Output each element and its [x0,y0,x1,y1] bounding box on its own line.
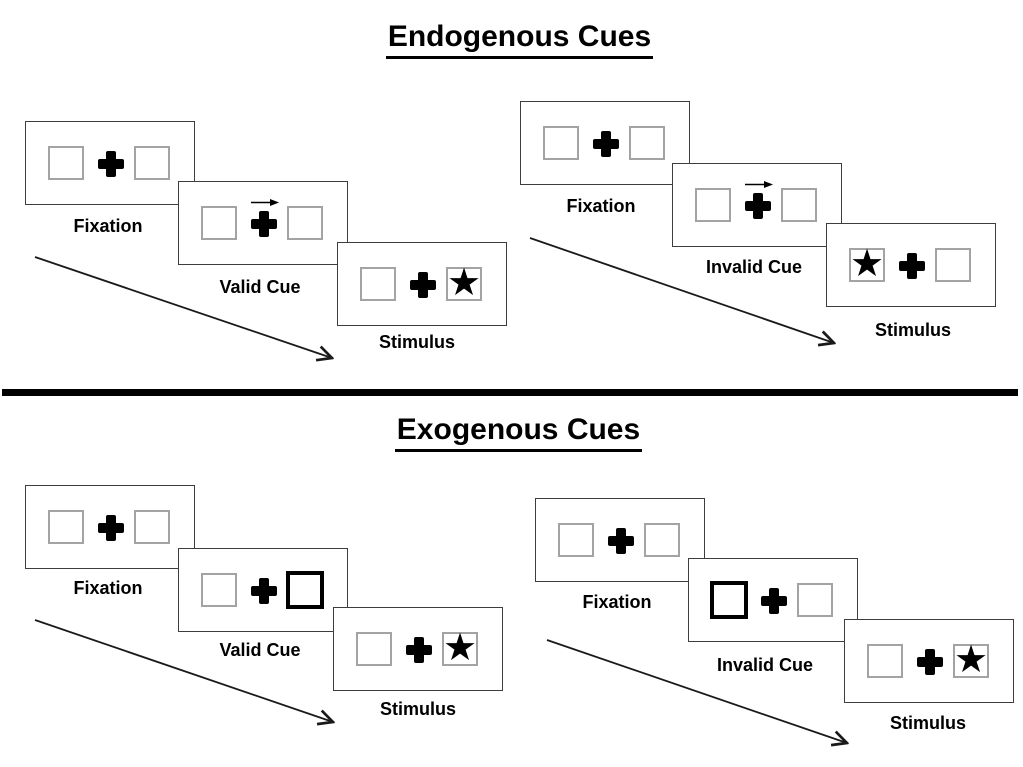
fixation-panel [535,498,705,582]
panel-label-stimulus: Stimulus [874,320,951,340]
panel-label-valid-cue: Valid Cue [219,640,301,660]
right-cue-highlight-box [286,571,324,609]
sequence-arrow-icon [34,256,342,365]
section-title-text: Exogenous Cues [394,413,643,452]
right-placeholder-box [287,206,323,240]
section-title-endogenous: Endogenous Cues [8,20,1023,59]
sequence-arrow-icon [529,237,842,349]
invalid-cue-panel [672,163,842,247]
fixation-cross-icon [251,211,277,237]
fixation-cross-icon [745,193,771,219]
stimulus-panel: ★ [337,242,507,326]
right-placeholder-box [935,248,971,282]
left-stimulus-box: ★ [849,243,885,285]
sequence-arrow-icon [546,639,855,750]
fixation-panel [520,101,690,185]
panel-label-fixation: Fixation [73,578,143,598]
fixation-cross-icon [406,637,432,663]
left-placeholder-box [558,523,594,557]
section-title-text: Endogenous Cues [385,20,654,59]
valid-cue-panel [178,548,348,632]
panel-label-invalid-cue: Invalid Cue [705,257,803,277]
stimulus-panel: ★ [333,607,503,691]
panel-label-fixation: Fixation [73,216,143,236]
right-stimulus-box: ★ [442,627,478,669]
left-placeholder-box [356,632,392,666]
valid-cue-panel [178,181,348,265]
cue-arrow-right-icon [251,199,279,206]
section-divider [2,389,1018,396]
left-placeholder-box [48,146,84,180]
panel-label-fixation: Fixation [582,592,652,612]
sequence-arrow-icon [34,619,342,729]
panel-label-stimulus: Stimulus [889,713,966,733]
fixation-cross-icon [917,649,943,675]
panel-label-fixation: Fixation [566,196,636,216]
right-placeholder-box [797,583,833,617]
left-placeholder-box [360,267,396,301]
stimulus-panel: ★ [826,223,996,307]
right-stimulus-box: ★ [446,262,482,304]
fixation-panel [25,121,195,205]
panel-label-valid-cue: Valid Cue [219,277,301,297]
star-stimulus-icon: ★ [446,262,482,304]
cue-arrow-right-icon [745,181,773,188]
left-placeholder-box [695,188,731,222]
star-stimulus-icon: ★ [849,243,885,285]
left-placeholder-box [201,206,237,240]
fixation-cross-icon [593,131,619,157]
right-stimulus-box: ★ [953,639,989,681]
fixation-cross-icon [761,588,787,614]
invalid-cue-panel [688,558,858,642]
left-placeholder-box [867,644,903,678]
section-title-exogenous: Exogenous Cues [7,413,1023,452]
right-placeholder-box [644,523,680,557]
right-placeholder-box [134,146,170,180]
right-placeholder-box [629,126,665,160]
fixation-cross-icon [410,272,436,298]
panel-label-stimulus: Stimulus [379,699,456,719]
left-placeholder-box [48,510,84,544]
fixation-cross-icon [98,151,124,177]
left-placeholder-box [543,126,579,160]
fixation-cross-icon [608,528,634,554]
left-placeholder-box [201,573,237,607]
left-cue-highlight-box [710,581,748,619]
right-placeholder-box [781,188,817,222]
star-stimulus-icon: ★ [953,639,989,681]
fixation-cross-icon [98,515,124,541]
panel-label-stimulus: Stimulus [378,332,455,352]
fixation-panel [25,485,195,569]
stimulus-panel: ★ [844,619,1014,703]
right-placeholder-box [134,510,170,544]
panel-label-invalid-cue: Invalid Cue [716,655,814,675]
fixation-cross-icon [899,253,925,279]
star-stimulus-icon: ★ [442,627,478,669]
fixation-cross-icon [251,578,277,604]
